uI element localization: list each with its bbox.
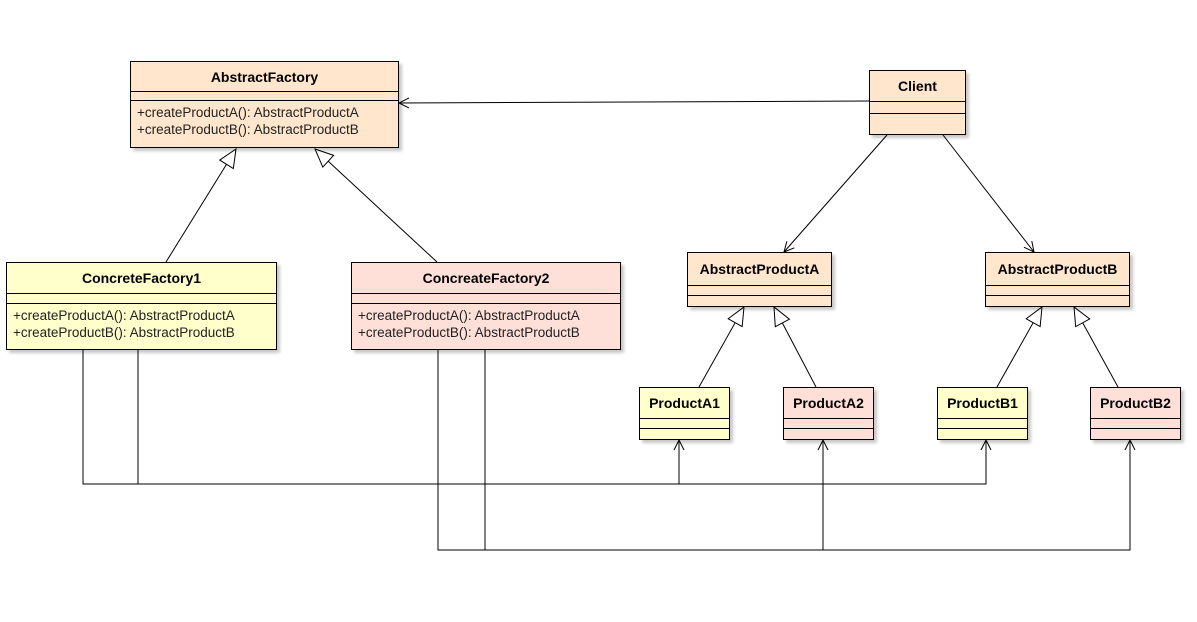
class-name: AbstractProductB [986,253,1129,286]
association-client-abstractfactory [399,101,870,103]
generalization-productb2 [1074,307,1119,388]
dependency-concretefactory1-producta1 [82,350,679,485]
generalization-producta2 [774,307,817,388]
class-name: Client [870,71,965,102]
class-abstract-product-b[interactable]: AbstractProductB [985,252,1130,307]
operations-compartment: +createProductA(): AbstractProductA +cre… [7,304,276,341]
class-name: ProductA2 [784,388,873,419]
dependency-concretefactory2-productb2 [484,350,1130,551]
generalization-productb1 [996,307,1042,388]
class-name: ProductB1 [938,388,1027,419]
attributes-compartment [986,286,1129,296]
class-concrete-factory-2[interactable]: ConcreateFactory2 +createProductA(): Abs… [351,262,621,350]
attributes-compartment [938,419,1027,429]
generalization-producta1 [698,307,744,388]
class-name: ConcreteFactory1 [7,263,276,294]
dependency-concretefactory2-producta2 [437,350,823,551]
attributes-compartment [7,294,276,304]
class-abstract-factory[interactable]: AbstractFactory +createProductA(): Abstr… [130,61,399,148]
class-name: AbstractProductA [688,253,831,286]
class-name: AbstractFactory [131,62,398,92]
attributes-compartment [688,286,831,296]
operations-compartment: +createProductA(): AbstractProductA +cre… [352,304,620,341]
class-product-b2[interactable]: ProductB2 [1090,387,1181,440]
attributes-compartment [131,92,398,101]
class-name: ConcreateFactory2 [352,263,620,294]
operation: +createProductB(): AbstractProductB [13,325,235,340]
operation: +createProductB(): AbstractProductB [137,122,359,137]
operations-compartment: +createProductA(): AbstractProductA +cre… [131,101,398,138]
operation: +createProductA(): AbstractProductA [13,308,235,323]
class-product-a2[interactable]: ProductA2 [783,387,874,440]
generalization-concretefactory2 [315,149,438,263]
operation: +createProductA(): AbstractProductA [358,308,580,323]
class-name: ProductA1 [640,388,729,419]
class-product-a1[interactable]: ProductA1 [639,387,730,440]
class-abstract-product-a[interactable]: AbstractProductA [687,252,832,307]
operation: +createProductA(): AbstractProductA [137,105,359,120]
association-client-abstractproducta [784,134,888,252]
attributes-compartment [1091,419,1180,429]
attributes-compartment [640,419,729,429]
generalization-concretefactory1 [165,149,236,263]
class-product-b1[interactable]: ProductB1 [937,387,1028,440]
operation: +createProductB(): AbstractProductB [358,325,580,340]
attributes-compartment [352,294,620,304]
association-client-abstractproductb [942,134,1034,252]
attributes-compartment [784,419,873,429]
class-concrete-factory-1[interactable]: ConcreteFactory1 +createProductA(): Abst… [6,262,277,350]
class-client[interactable]: Client [869,70,966,135]
attributes-compartment [870,102,965,114]
class-name: ProductB2 [1091,388,1180,419]
